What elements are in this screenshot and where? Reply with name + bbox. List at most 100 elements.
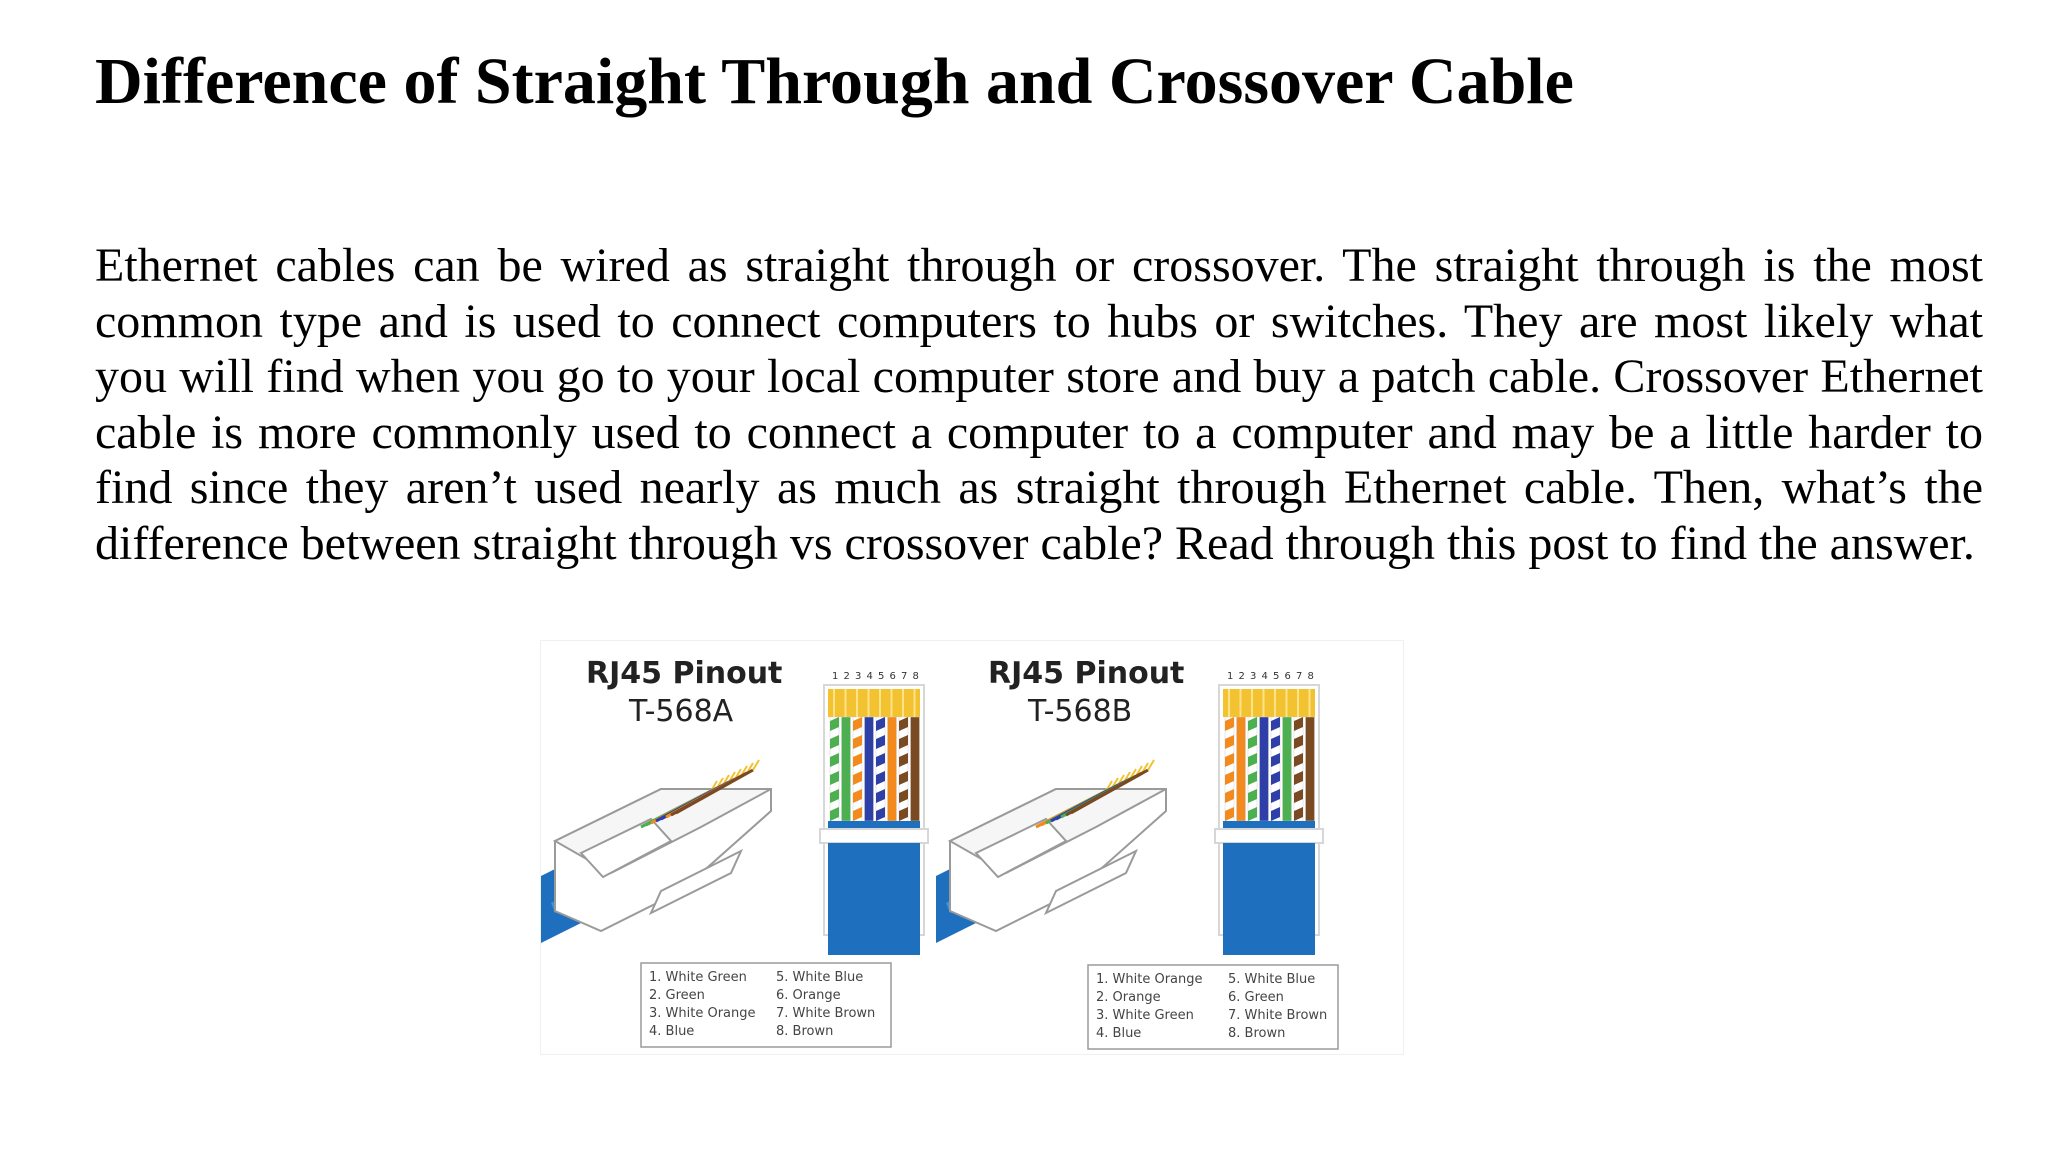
wire-stripe bbox=[1225, 735, 1234, 749]
wire-pinout bbox=[1214, 684, 1324, 955]
wire-stripe bbox=[1294, 735, 1303, 749]
wire-stripe bbox=[1271, 807, 1280, 821]
legend-item: 8. Brown bbox=[776, 1024, 833, 1039]
wire-stripe bbox=[830, 771, 839, 785]
pin-number: 4 bbox=[1262, 671, 1268, 682]
wire-stripe bbox=[876, 807, 885, 821]
wire bbox=[864, 716, 874, 822]
pin-number: 5 bbox=[1273, 671, 1279, 682]
wire-stripe bbox=[853, 753, 862, 767]
rj45-connector-icon bbox=[541, 788, 772, 943]
wire bbox=[1270, 716, 1281, 822]
pin-number: 6 bbox=[890, 671, 896, 682]
wire bbox=[841, 716, 851, 822]
legend-item: 7. White Brown bbox=[776, 1006, 875, 1021]
wire-stripe bbox=[1248, 807, 1257, 821]
connector-latch-window bbox=[974, 817, 1068, 879]
wire-stripe bbox=[1294, 807, 1303, 821]
legend-item: 7. White Brown bbox=[1228, 1008, 1327, 1023]
wire-stripe bbox=[1294, 789, 1303, 803]
pin-number: 7 bbox=[1296, 671, 1302, 682]
pin-number: 7 bbox=[901, 671, 907, 682]
wire-stripe bbox=[830, 753, 839, 767]
wire bbox=[898, 716, 909, 822]
wire-stripe bbox=[1271, 771, 1280, 785]
pin-number: 4 bbox=[867, 671, 873, 682]
cable-jacket bbox=[828, 843, 920, 955]
pin-number: 1 bbox=[1227, 671, 1233, 682]
wire-stripe bbox=[1248, 771, 1257, 785]
pin-number: 2 bbox=[1239, 671, 1245, 682]
wire-stripe bbox=[1225, 717, 1234, 731]
pin-number: 8 bbox=[1308, 671, 1314, 682]
pin-number: 3 bbox=[1250, 671, 1256, 682]
legend-item: 8. Brown bbox=[1228, 1026, 1285, 1041]
wire-stripe bbox=[853, 735, 862, 749]
legend-item: 1. White Green bbox=[649, 970, 747, 985]
wire-fan-strand bbox=[1070, 768, 1149, 815]
pin-number: 1 bbox=[832, 671, 838, 682]
panel-standard: T-568B bbox=[1027, 694, 1132, 729]
wire-stripe bbox=[1225, 807, 1234, 821]
connector-clip bbox=[1043, 848, 1139, 916]
wire bbox=[1305, 716, 1315, 822]
legend-item: 2. Green bbox=[649, 988, 705, 1003]
wire bbox=[1247, 716, 1258, 822]
wire bbox=[887, 716, 897, 822]
wire-stripe bbox=[899, 789, 908, 803]
wire-stripe bbox=[876, 753, 885, 767]
wire-stripe bbox=[899, 771, 908, 785]
legend-item: 6. Orange bbox=[776, 988, 841, 1003]
wire-stripe bbox=[1248, 735, 1257, 749]
legend-item: 5. White Blue bbox=[776, 970, 863, 985]
wire-stripe bbox=[1271, 753, 1280, 767]
wire bbox=[910, 716, 920, 822]
wire-stripe bbox=[1248, 717, 1257, 731]
pin-number: 5 bbox=[878, 671, 884, 682]
wire-stripe bbox=[830, 789, 839, 803]
jacket-collar bbox=[819, 828, 929, 844]
wire-stripe bbox=[1294, 717, 1303, 731]
panel-title: RJ45 Pinout bbox=[988, 656, 1184, 691]
color-legend: 1. White Green 2. Green 3. White Orange … bbox=[640, 962, 892, 1048]
wire bbox=[829, 716, 840, 822]
wire-stripe bbox=[830, 807, 839, 821]
wire-fan-contact bbox=[1147, 759, 1155, 771]
color-legend: 1. White Orange 2. Orange 3. White Green… bbox=[1087, 964, 1339, 1050]
wire-stripe bbox=[876, 771, 885, 785]
wire-stripe bbox=[1248, 753, 1257, 767]
pin-number: 3 bbox=[855, 671, 861, 682]
wire-stripe bbox=[1294, 753, 1303, 767]
panel-title: RJ45 Pinout bbox=[586, 656, 782, 691]
wire-stripe bbox=[1271, 717, 1280, 731]
intro-paragraph: Ethernet cables can be wired as straight… bbox=[95, 239, 1983, 570]
wire-fan-contact bbox=[752, 759, 760, 771]
wire-stripe bbox=[830, 717, 839, 731]
wire-stripe bbox=[1225, 753, 1234, 767]
wire-pinout bbox=[819, 684, 929, 955]
wire bbox=[1236, 716, 1246, 822]
wire bbox=[1259, 716, 1269, 822]
wire-stripe bbox=[1248, 789, 1257, 803]
legend-item: 4. Blue bbox=[1096, 1026, 1141, 1041]
jacket-band bbox=[1223, 821, 1315, 829]
wire bbox=[1224, 716, 1235, 822]
wire bbox=[1282, 716, 1292, 822]
panel-standard: T-568A bbox=[628, 694, 734, 729]
pin-number: 2 bbox=[844, 671, 850, 682]
wire-stripe bbox=[899, 753, 908, 767]
wire-stripe bbox=[830, 735, 839, 749]
wire-fan-strand bbox=[675, 768, 754, 815]
pin-number: 8 bbox=[913, 671, 919, 682]
wire-stripe bbox=[1225, 771, 1234, 785]
wire bbox=[875, 716, 886, 822]
wire-stripe bbox=[876, 789, 885, 803]
wire-stripe bbox=[853, 717, 862, 731]
legend-item: 3. White Orange bbox=[649, 1006, 756, 1021]
